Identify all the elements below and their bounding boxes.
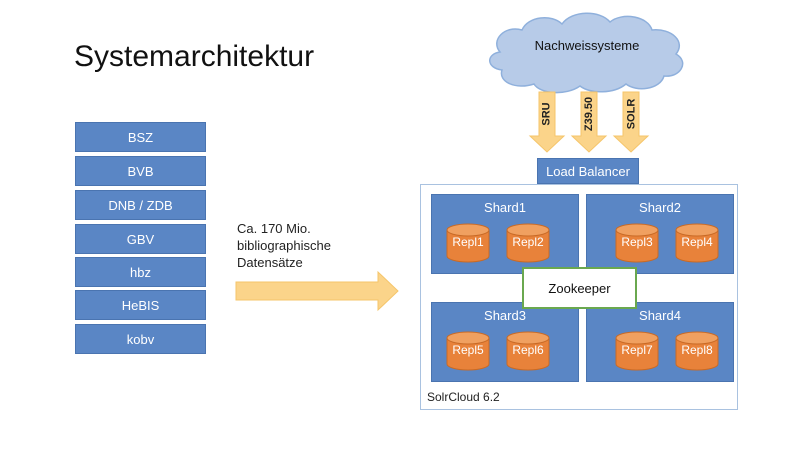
shard-label: Shard1: [484, 200, 526, 215]
page-title: Systemarchitektur: [74, 40, 315, 73]
source-label: GBV: [126, 231, 155, 247]
zookeeper-box: Zookeeper: [522, 267, 637, 309]
arrow-sru: [528, 91, 566, 153]
replica-8: Repl8: [675, 331, 719, 371]
replica-label: Repl3: [621, 235, 653, 249]
cloud-shape: [489, 12, 684, 94]
shard-3: Shard3 Repl5 Repl6: [431, 302, 579, 382]
source-box-dnb-zdb: DNB / ZDB: [75, 190, 206, 220]
replica-5: Repl5: [446, 331, 490, 371]
arrow-z3950: [570, 91, 608, 153]
shard-4: Shard4 Repl7 Repl8: [586, 302, 734, 382]
data-flow-arrow: [235, 270, 399, 312]
shard-label: Shard3: [484, 308, 526, 323]
replica-6: Repl6: [506, 331, 550, 371]
source-box-hbz: hbz: [75, 257, 206, 287]
caption-line: Datensätze: [237, 255, 303, 270]
shard-2: Shard2 Repl3 Repl4: [586, 194, 734, 274]
shard-label: Shard4: [639, 308, 681, 323]
replica-1: Repl1: [446, 223, 490, 263]
replica-7: Repl7: [615, 331, 659, 371]
protocol-label-solr: SOLR: [625, 98, 637, 130]
protocol-label-z3950: Z39.50: [583, 96, 595, 132]
source-label: BVB: [127, 163, 154, 179]
solrcloud-label: SolrCloud 6.2: [427, 390, 500, 404]
source-label: DNB / ZDB: [108, 197, 173, 213]
replica-label: Repl5: [452, 343, 484, 357]
replica-3: Repl3: [615, 223, 659, 263]
source-label: HeBIS: [121, 297, 160, 313]
source-box-bsz: BSZ: [75, 122, 206, 152]
load-balancer: Load Balancer: [537, 158, 639, 184]
protocol-label-sru: SRU: [541, 102, 554, 126]
replica-label: Repl6: [512, 343, 544, 357]
caption-line: Ca. 170 Mio.: [237, 221, 311, 236]
replica-label: Repl4: [681, 235, 713, 249]
source-box-hebis: HeBIS: [75, 290, 206, 320]
shard-1: Shard1 Repl1 Repl2: [431, 194, 579, 274]
source-label: BSZ: [127, 129, 154, 145]
replica-label: Repl1: [452, 235, 484, 249]
shard-label: Shard2: [639, 200, 681, 215]
replica-label: Repl7: [621, 343, 653, 357]
records-caption: Ca. 170 Mio. bibliographische Datensätze: [237, 220, 377, 271]
caption-line: bibliographische: [237, 238, 331, 253]
source-box-kobv: kobv: [75, 324, 206, 354]
source-box-bvb: BVB: [75, 156, 206, 186]
source-box-gbv: GBV: [75, 224, 206, 254]
source-label: hbz: [130, 264, 151, 280]
source-label: kobv: [126, 331, 155, 347]
arrow-solr: [612, 91, 650, 153]
replica-label: Repl2: [512, 235, 544, 249]
cloud-label: Nachweissysteme: [534, 38, 640, 53]
replica-4: Repl4: [675, 223, 719, 263]
replica-label: Repl8: [681, 343, 713, 357]
replica-2: Repl2: [506, 223, 550, 263]
